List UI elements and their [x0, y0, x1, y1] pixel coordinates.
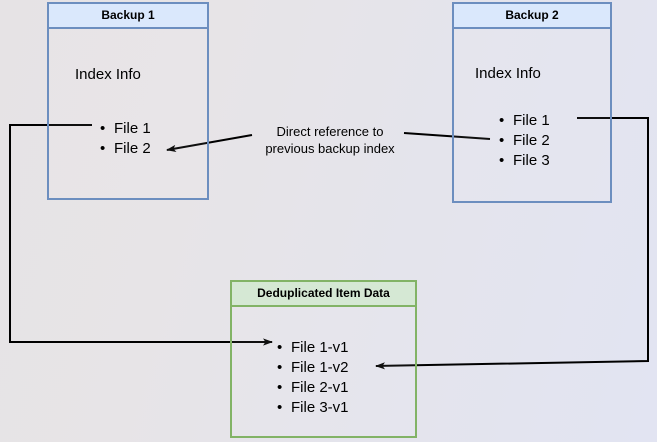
deduplicated-item-data-box[interactable]: Deduplicated Item Data File 1-v1 File 1-… — [230, 280, 417, 438]
list-item: File 1-v1 — [277, 338, 349, 358]
backup-1-index-label: Index Info — [75, 66, 141, 83]
direct-reference-edge-label: Direct reference to previous backup inde… — [265, 124, 395, 156]
list-item: File 1 — [499, 111, 550, 131]
backup-2-file-list: File 1 File 2 File 3 — [499, 111, 550, 171]
list-item: File 3 — [499, 151, 550, 171]
backup-2-box[interactable]: Backup 2 Index Info File 1 File 2 File 3 — [452, 2, 612, 203]
list-item: File 3-v1 — [277, 398, 349, 418]
list-item: File 2 — [499, 131, 550, 151]
list-item: File 1-v2 — [277, 358, 349, 378]
backup-1-file-list: File 1 File 2 — [100, 119, 151, 159]
list-item: File 1 — [100, 119, 151, 139]
backup-2-index-label: Index Info — [475, 65, 541, 82]
list-item: File 2 — [100, 139, 151, 159]
backup-1-title: Backup 1 — [49, 4, 207, 29]
deduplicated-item-data-title: Deduplicated Item Data — [232, 282, 415, 307]
deduplicated-file-list: File 1-v1 File 1-v2 File 2-v1 File 3-v1 — [277, 338, 349, 418]
backup-1-box[interactable]: Backup 1 Index Info File 1 File 2 — [47, 2, 209, 200]
backup-2-title: Backup 2 — [454, 4, 610, 29]
list-item: File 2-v1 — [277, 378, 349, 398]
